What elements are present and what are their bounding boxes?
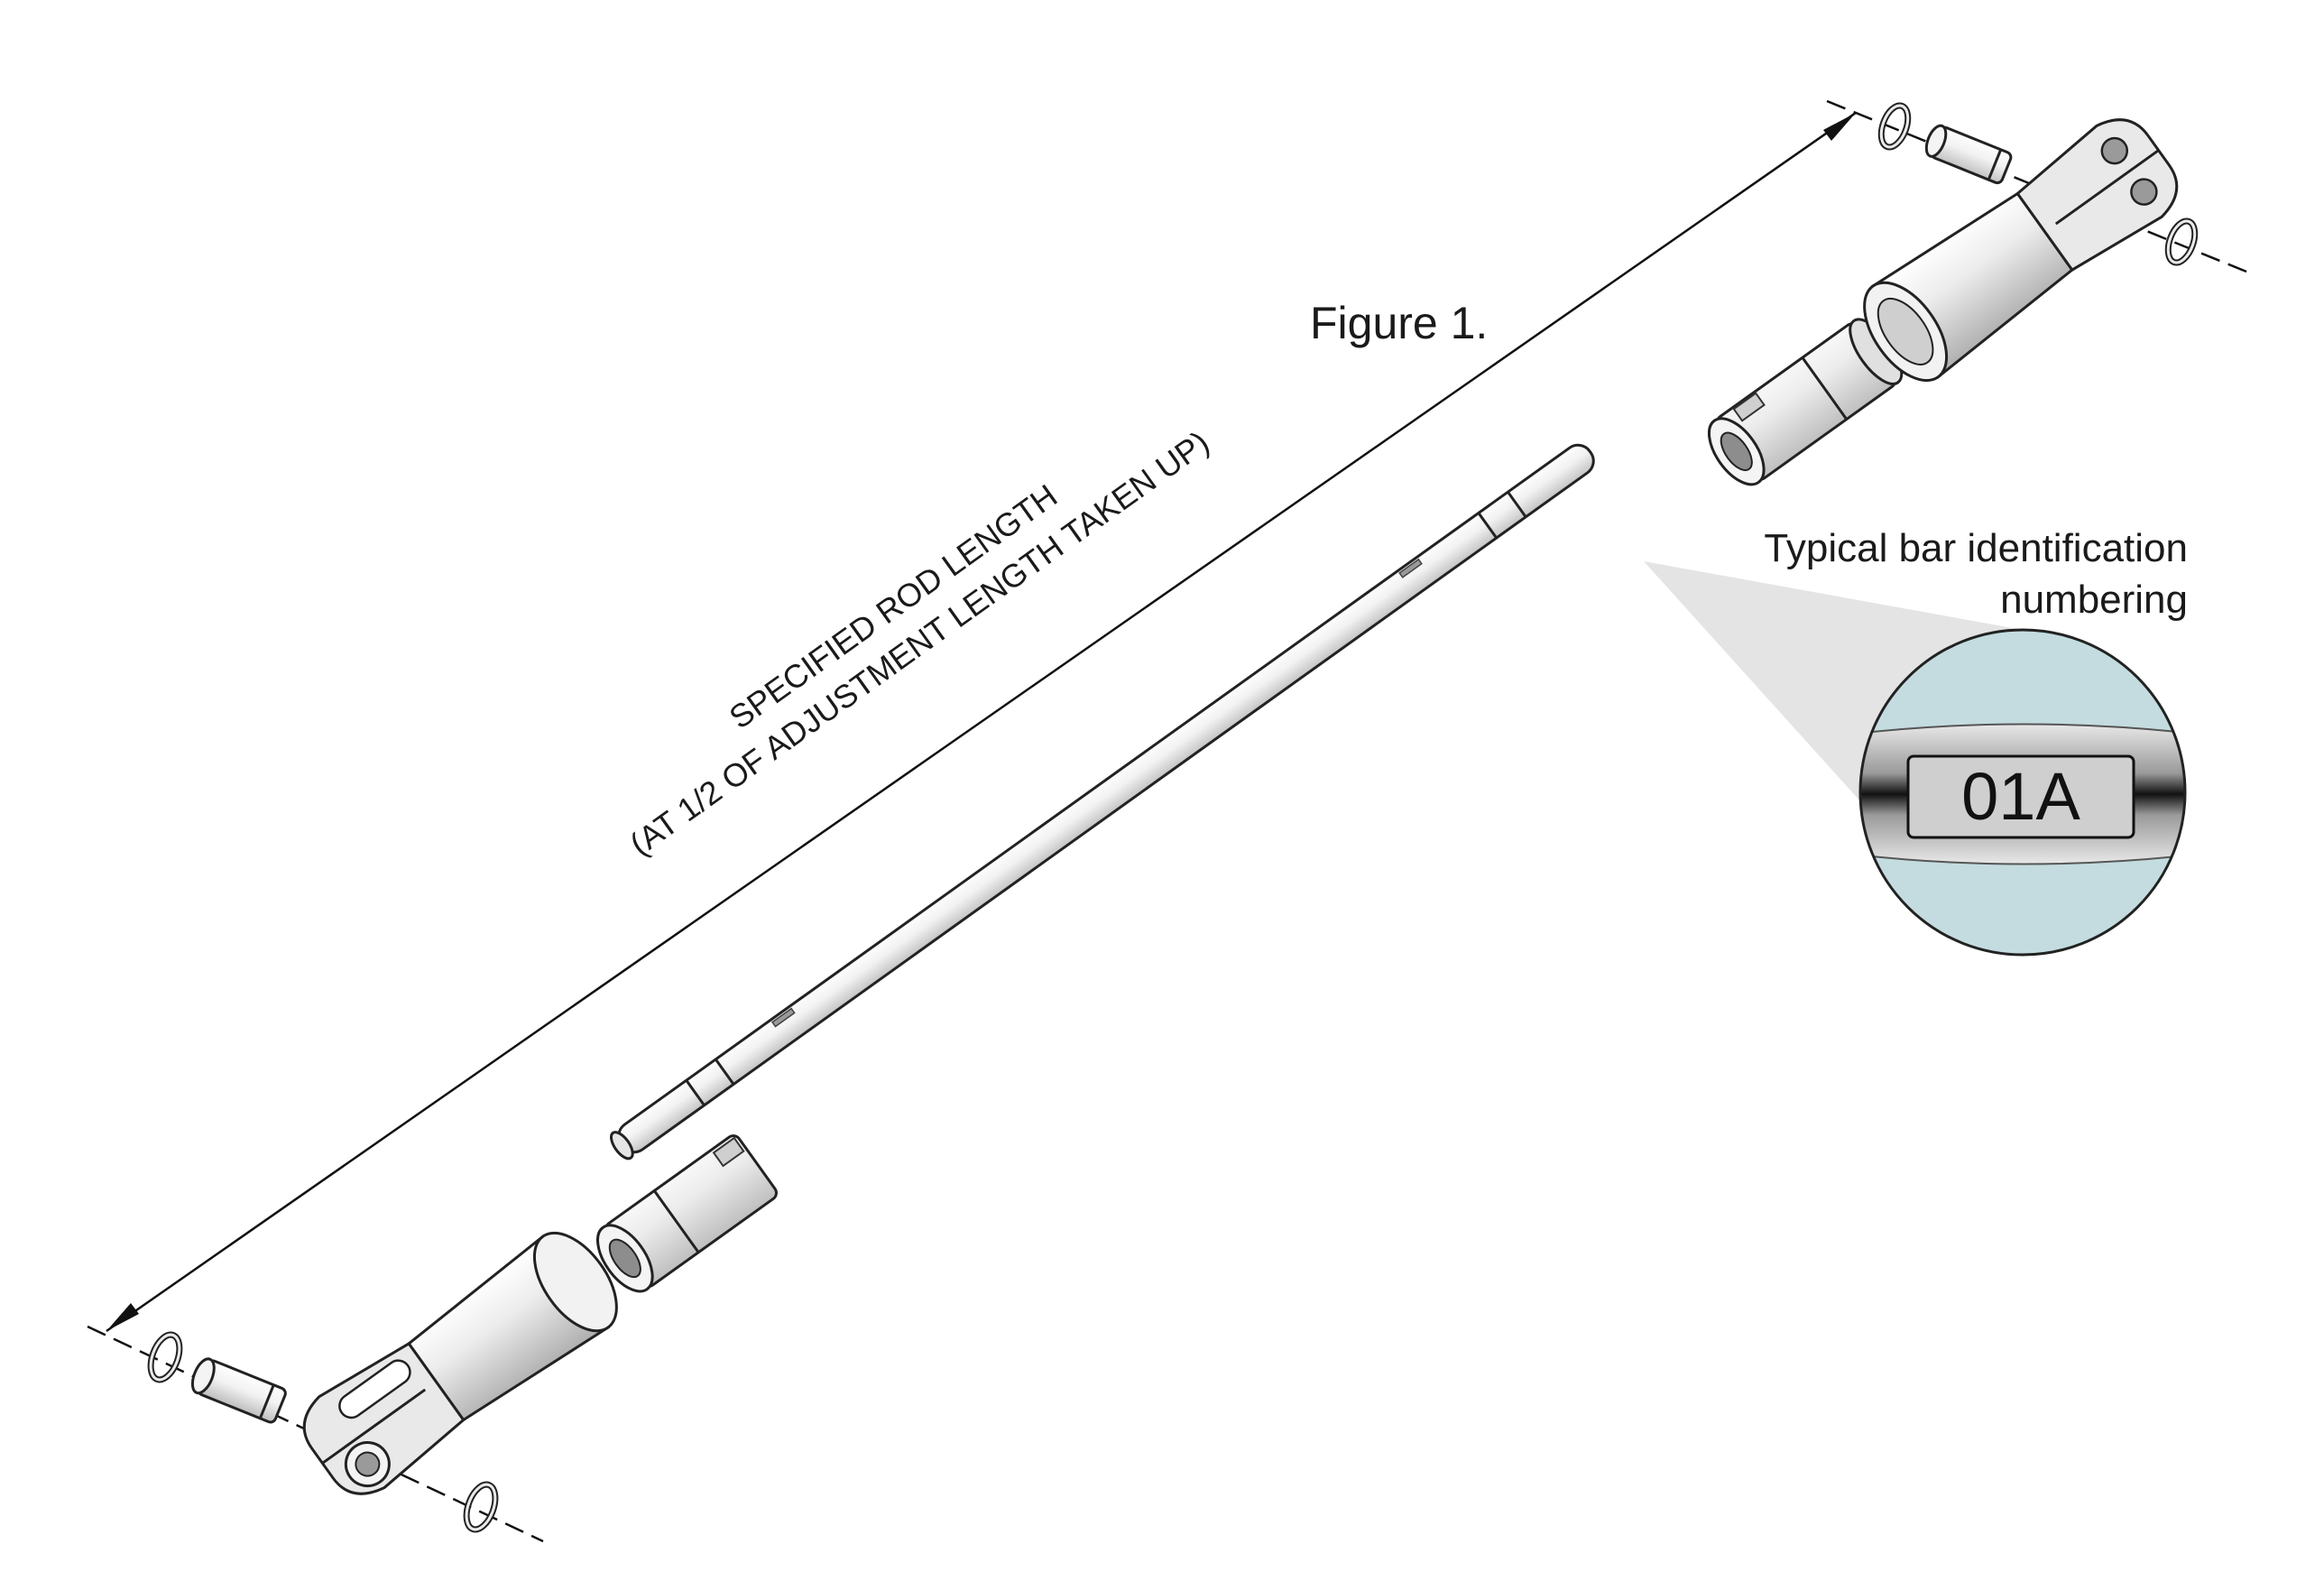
retaining-ring-bottom-left — [147, 1331, 183, 1383]
id-badge-text: 01A — [1961, 759, 2080, 834]
clevis-pin-bottom — [190, 1357, 287, 1424]
retaining-ring-top-right — [2164, 217, 2199, 266]
clevis-fork-top — [1863, 118, 2179, 383]
clevis-pin-top — [1924, 124, 2013, 185]
centerline-top — [1826, 99, 2252, 275]
retaining-ring-top-left — [1877, 102, 1912, 151]
tie-rod-icon — [610, 443, 1595, 1161]
callout-label-line1: Typical bar identification — [1764, 526, 2188, 570]
id-badge — [1906, 754, 2135, 839]
dimension-label-line1: SPECIFIED ROD LENGTH — [723, 476, 1064, 735]
magnifier-detail: 01A — [1858, 628, 2187, 957]
figure-title: Figure 1. — [1310, 298, 1488, 348]
clevis-fork-bottom — [302, 1231, 618, 1495]
dimension-line — [106, 111, 1857, 1333]
adjuster-sleeve-top — [1707, 318, 1904, 486]
callout-leader — [1644, 561, 2023, 811]
adjuster-sleeve-bottom — [596, 1134, 778, 1293]
retaining-ring-bottom-right — [463, 1481, 499, 1533]
callout-label-line2: numbering — [2000, 578, 2188, 622]
